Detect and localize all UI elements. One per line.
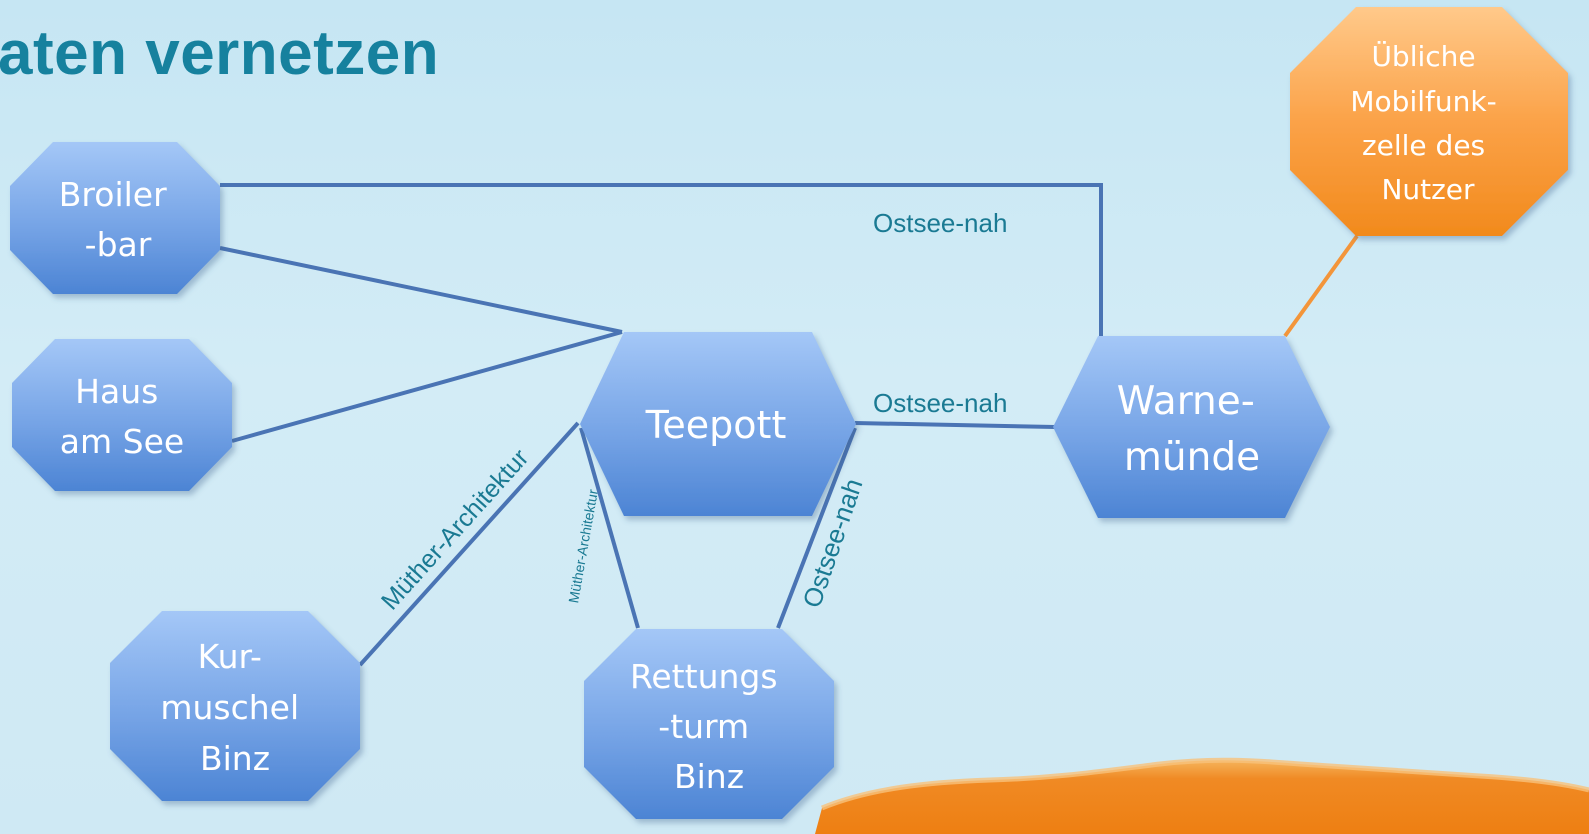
node-teepott[interactable]: Teepott bbox=[580, 332, 856, 516]
node-rettungsturm-binz[interactable]: Rettungs -turm Binz bbox=[584, 629, 834, 819]
node-kurmuschel-binz[interactable]: Kur- muschel Binz bbox=[110, 611, 360, 801]
node-warnemuende-line-2: münde bbox=[1124, 435, 1260, 480]
edges-layer bbox=[219, 183, 1359, 667]
edge-broiler-warnemuende bbox=[220, 183, 1103, 336]
edge-label-teepott-warnemuende: Ostsee-nah bbox=[873, 388, 1007, 418]
edge-broiler-teepott bbox=[219, 246, 623, 334]
hexagon-shape bbox=[580, 332, 856, 516]
edge-teepott-rettungsturm-left bbox=[579, 427, 640, 629]
node-haus-line-1: Haus bbox=[75, 372, 158, 411]
edge-teepott-kurmuschel bbox=[358, 421, 580, 667]
node-kurmuschel-label: Kur- muschel Binz bbox=[160, 637, 309, 778]
node-rettungsturm-line-3: Binz bbox=[674, 757, 744, 796]
node-teepott-line-1: Teepott bbox=[645, 403, 787, 447]
node-teepott-label: Teepott bbox=[645, 403, 787, 447]
edge-teepott-warnemuende bbox=[854, 421, 1056, 429]
node-mobilfunk-line-3: zelle des bbox=[1362, 129, 1485, 162]
node-rettungsturm-line-2: -turm bbox=[658, 707, 749, 746]
hexagon-shape bbox=[1053, 336, 1330, 518]
node-warnemuende-label: Warne- münde bbox=[1117, 379, 1268, 480]
node-mobilfunk-line-1: Übliche bbox=[1371, 39, 1475, 73]
octagon-shape bbox=[10, 142, 220, 294]
node-mobilfunk-line-4: Nutzer bbox=[1381, 173, 1475, 206]
node-warnemuende-line-1: Warne- bbox=[1117, 379, 1255, 424]
node-broiler-line-2: -bar bbox=[85, 225, 152, 264]
slide-title: aten vernetzen bbox=[0, 19, 440, 88]
node-broiler-label: Broiler -bar bbox=[59, 175, 177, 264]
edge-haus-teepott bbox=[231, 330, 623, 443]
dune-decoration bbox=[815, 760, 1589, 834]
octagon-shape bbox=[110, 611, 360, 801]
nodes-layer: Broiler -bar Haus am See Kur- muschel Bi… bbox=[10, 7, 1568, 819]
node-kurmuschel-line-2: muschel bbox=[160, 688, 299, 727]
node-mobilfunk-label: Übliche Mobilfunk- zelle des Nutzer bbox=[1350, 39, 1505, 206]
node-kurmuschel-line-1: Kur- bbox=[198, 637, 262, 676]
octagon-shape bbox=[1290, 7, 1568, 236]
node-rettungsturm-line-1: Rettungs bbox=[630, 657, 778, 696]
node-haus-am-see[interactable]: Haus am See bbox=[12, 339, 232, 491]
edge-warnemuende-mobilfunk bbox=[1283, 234, 1359, 338]
edge-label-broiler-warnemuende: Ostsee-nah bbox=[873, 208, 1007, 238]
node-haus-label: Haus am See bbox=[60, 372, 184, 461]
octagon-shape bbox=[584, 629, 834, 819]
edge-label-teepott-rettungsturm-left: Müther-Architektur bbox=[565, 488, 601, 605]
octagon-shape bbox=[12, 339, 232, 491]
node-kurmuschel-line-3: Binz bbox=[200, 739, 270, 778]
node-haus-line-2: am See bbox=[60, 422, 184, 461]
node-warnemuende[interactable]: Warne- münde bbox=[1053, 336, 1330, 518]
node-mobilfunkzelle[interactable]: Übliche Mobilfunk- zelle des Nutzer bbox=[1290, 7, 1568, 236]
node-mobilfunk-line-2: Mobilfunk- bbox=[1350, 85, 1496, 118]
node-rettungsturm-label: Rettungs -turm Binz bbox=[630, 657, 788, 796]
edge-teepott-rettungsturm-right bbox=[776, 427, 857, 629]
edge-label-teepott-kurmuschel: Müther-Architektur bbox=[376, 444, 534, 616]
dune-highlight bbox=[821, 757, 1589, 811]
node-broiler-line-1: Broiler bbox=[59, 175, 167, 214]
node-broiler[interactable]: Broiler -bar bbox=[10, 142, 220, 294]
